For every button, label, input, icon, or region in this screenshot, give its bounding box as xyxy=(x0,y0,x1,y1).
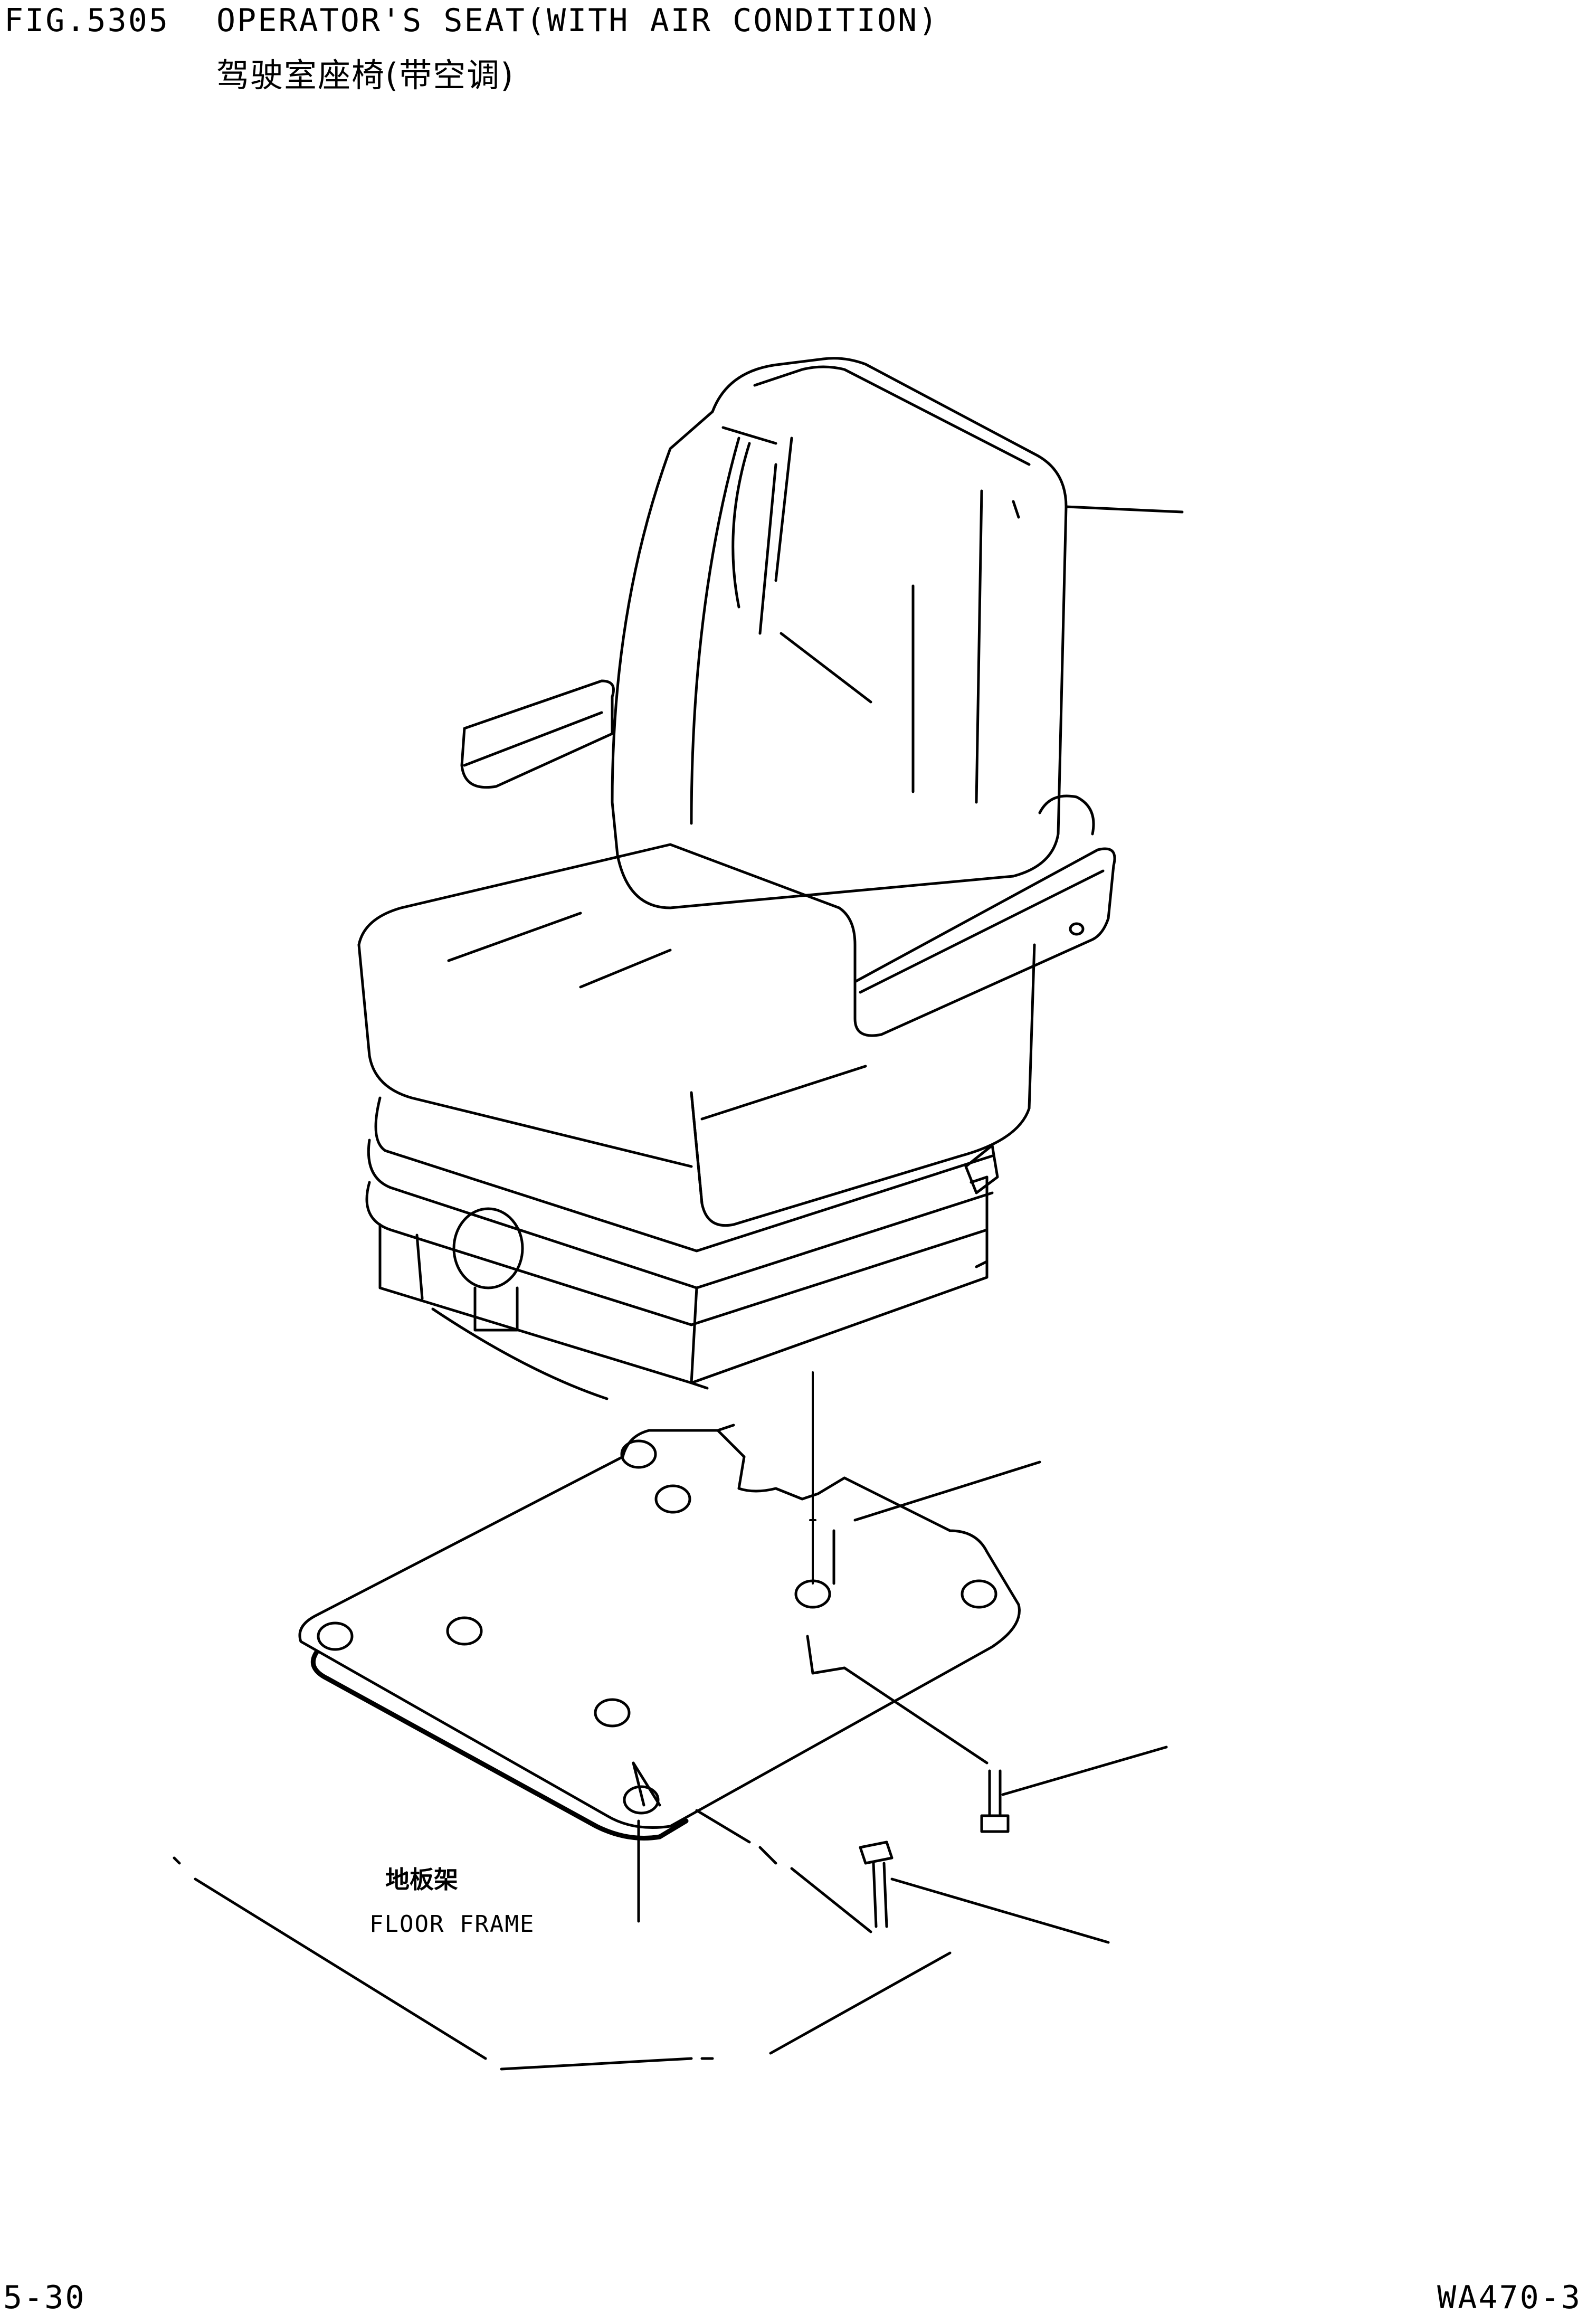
figure-title-chinese: 驾驶室座椅(带空调) xyxy=(216,56,515,94)
floor-frame-outline xyxy=(173,1819,952,2071)
mounting-bolts xyxy=(859,1746,1168,1944)
seat-cushion xyxy=(357,843,1036,1227)
floor-frame-label-english: FLOOR FRAME xyxy=(369,1911,535,1938)
seat-mounting-plate xyxy=(298,1371,1041,1933)
figure-title-english: OPERATOR'S SEAT(WITH AIR CONDITION) xyxy=(216,2,939,39)
floor-frame-label-chinese: 地板架 xyxy=(385,1865,458,1894)
model-code: WA470-3 xyxy=(1437,2279,1582,2316)
left-armrest xyxy=(460,679,615,789)
seat-backrest xyxy=(611,357,1184,909)
figure-number: FIG.5305 xyxy=(4,2,169,39)
page-number: 5-30 xyxy=(3,2279,86,2316)
right-armrest xyxy=(853,794,1116,1037)
seat-suspension xyxy=(365,1096,999,1400)
